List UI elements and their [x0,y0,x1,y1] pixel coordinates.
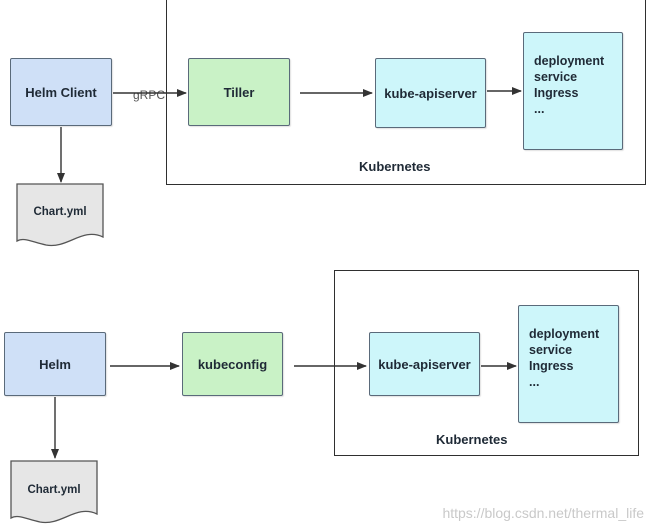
document-shape-icon [16,183,104,247]
helm-client-label: Helm Client [25,84,97,100]
k8s-resources-box-bottom: deployment service Ingress ... [518,305,619,423]
resource-ingress-bottom: Ingress [529,359,574,373]
resource-deployment-top: deployment [534,54,605,68]
chart-file-document-top: Chart.yml [16,183,104,249]
kubernetes-cluster-frame-bottom [334,270,639,456]
kube-apiserver-label-bottom: kube-apiserver [378,356,471,372]
kubeconfig-box: kubeconfig [182,332,283,396]
resource-ellipsis-bottom: ... [529,375,540,389]
kube-apiserver-box-bottom: kube-apiserver [369,332,480,396]
kube-apiserver-box-top: kube-apiserver [375,58,486,128]
watermark-url: https://blog.csdn.net/thermal_life [442,505,644,521]
kube-apiserver-label-top: kube-apiserver [384,85,477,101]
resource-ellipsis-top: ... [534,102,545,116]
chart-file-document-bottom: Chart.yml [10,460,98,526]
resource-deployment-bottom: deployment [529,327,600,341]
kubeconfig-label: kubeconfig [197,356,268,372]
helm-label: Helm [39,356,71,372]
document-shape-icon [10,460,98,524]
resource-service-bottom: service [529,343,573,357]
helm-box: Helm [4,332,106,396]
tiller-label: Tiller [223,84,255,100]
chart-file-label-top: Chart.yml [33,206,87,218]
k8s-resources-box-top: deployment service Ingress ... [523,32,623,150]
chart-file-label-bottom: Chart.yml [27,484,81,496]
resource-ingress-top: Ingress [534,86,579,100]
grpc-edge-label: gRPC [132,88,167,102]
helm-client-box: Helm Client [10,58,112,126]
resource-service-top: service [534,70,578,84]
kubernetes-label-top: Kubernetes [359,159,431,174]
tiller-box: Tiller [188,58,290,126]
kubernetes-label-bottom: Kubernetes [436,432,508,447]
